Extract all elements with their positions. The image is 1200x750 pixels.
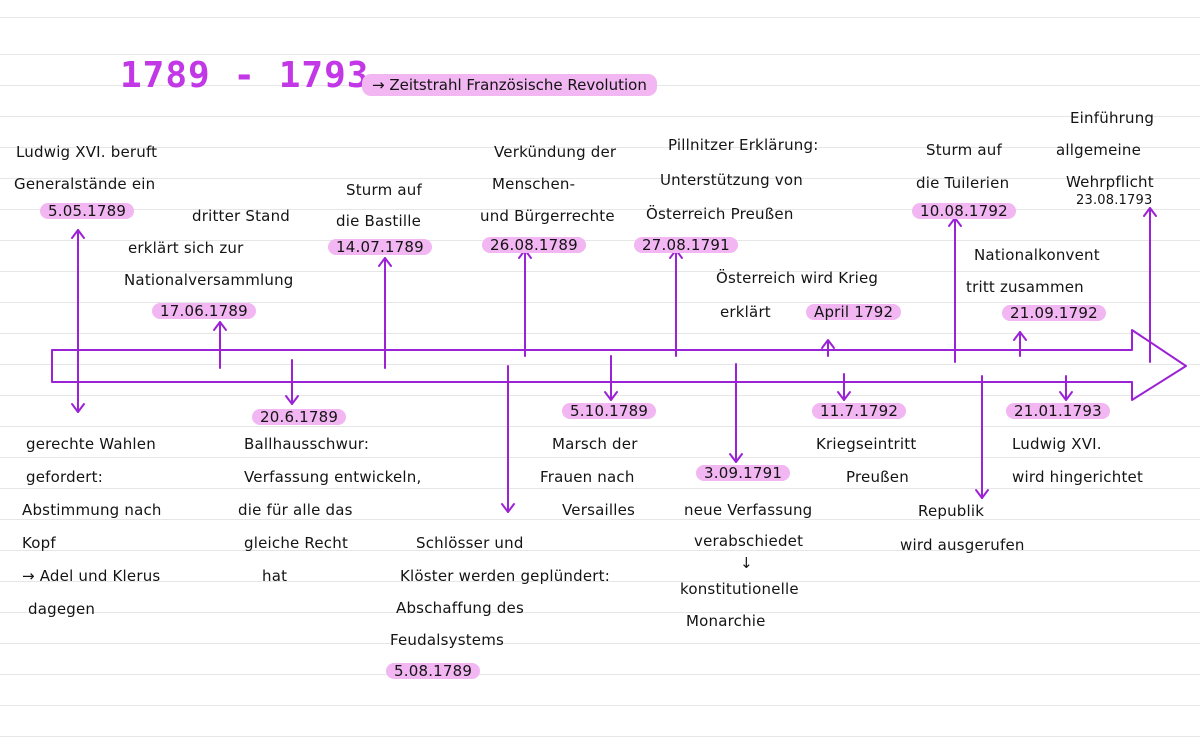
event-menschenrechte-line2: Menschen- [492, 175, 576, 193]
event-tuilerien-line2: die Tuilerien [916, 174, 1010, 192]
event-tuilerien-date: 10.08.1792 [912, 203, 1016, 219]
event-kriegseintritt-date: 11.7.1792 [812, 403, 907, 419]
event-generalstaende-line1: Ludwig XVI. beruft [16, 143, 158, 161]
event-hinrichtung-date: 21.01.1793 [1006, 403, 1110, 419]
title-years: 1789 - 1793 [120, 55, 370, 96]
event-ballhaus-line2: Verfassung entwickeln, [244, 468, 422, 486]
event-pillnitz-line3: Österreich Preußen [646, 205, 794, 223]
title-subtitle: → Zeitstrahl Französische Revolution [362, 74, 657, 96]
event-pillnitz-line1: Pillnitzer Erklärung: [668, 136, 819, 154]
event-dritter-stand-line2: erklärt sich zur [128, 239, 244, 257]
event-verfassung-line1: neue Verfassung [684, 501, 813, 519]
event-verfassung-line3: konstitutionelle [680, 580, 799, 598]
event-republik-line2: wird ausgerufen [900, 536, 1025, 554]
event-pillnitz-line2: Unterstützung von [660, 171, 803, 189]
event-bastille-date: 14.07.1789 [328, 239, 432, 255]
event-versailles-line2: Frauen nach [540, 468, 635, 486]
event-menschenrechte-line3: und Bürgerrechte [480, 207, 615, 225]
event-tuilerien-line1: Sturm auf [926, 141, 1002, 159]
event-dritter-stand-line3: Nationalversammlung [124, 271, 294, 289]
event-ballhaus-date: 20.6.1789 [252, 409, 347, 425]
event-menschenrechte-date: 26.08.1789 [482, 237, 586, 253]
event-bastille-line1: Sturm auf [346, 181, 422, 199]
event-pillnitz-date: 27.08.1791 [634, 237, 738, 253]
event-wehrpflicht-line2: allgemeine [1056, 141, 1142, 159]
event-nationalkonvent-date: 21.09.1792 [1002, 305, 1106, 321]
event-versailles-line1: Marsch der [552, 435, 638, 453]
event-ballhaus-line5: hat [262, 567, 288, 585]
event-feudal-line4: Feudalsystems [390, 631, 505, 649]
event-feudal-date: 5.08.1789 [386, 663, 481, 679]
event-feudal-line2: Klöster werden geplündert: [400, 567, 610, 585]
event-wehrpflicht-date: 23.08.1793 [1076, 193, 1153, 208]
event-ballhaus-line3: die für alle das [238, 501, 353, 519]
event-verfassung-line4: Monarchie [686, 612, 766, 630]
event-nationalkonvent-line1: Nationalkonvent [974, 246, 1100, 264]
event-feudal-line3: Abschaffung des [396, 599, 524, 617]
event-verfassung-date: 3.09.1791 [696, 465, 791, 481]
event-wehrpflicht-line1: Einführung [1070, 109, 1155, 127]
event-kriegseintritt-line1: Kriegseintritt [816, 435, 917, 453]
event-versailles-date: 5.10.1789 [562, 403, 657, 419]
event-nationalkonvent-line2: tritt zusammen [966, 278, 1084, 296]
event-verfassung-line2: verabschiedet [694, 532, 804, 550]
event-dritter-stand-line1: dritter Stand [192, 207, 291, 225]
event-wehrpflicht-line3: Wehrpflicht [1066, 173, 1154, 191]
event-menschenrechte-line1: Verkündung der [494, 143, 617, 161]
event-wahlen-line2: gefordert: [26, 468, 103, 486]
event-ballhaus-line1: Ballhausschwur: [244, 435, 370, 453]
event-versailles-line3: Versailles [562, 501, 636, 519]
event-kriegseintritt-line2: Preußen [846, 468, 909, 486]
event-wahlen-line1: gerechte Wahlen [26, 435, 156, 453]
event-krieg-line2: erklärt [720, 303, 771, 321]
event-generalstaende-line2: Generalstände ein [14, 175, 156, 193]
event-hinrichtung-line1: Ludwig XVI. [1012, 435, 1102, 453]
event-feudal-line1: Schlösser und [416, 534, 524, 552]
event-bastille-line2: die Bastille [336, 212, 421, 230]
event-republik-line1: Republik [918, 502, 985, 520]
event-hinrichtung-line2: wird hingerichtet [1012, 468, 1144, 486]
event-wahlen-line3: Abstimmung nach [22, 501, 162, 519]
event-ballhaus-line4: gleiche Recht [244, 534, 349, 552]
event-wahlen-line6: dagegen [28, 600, 96, 618]
event-krieg-date: April 1792 [806, 304, 902, 320]
event-dritter-stand-date: 17.06.1789 [152, 303, 256, 319]
event-wahlen-line5: → Adel und Klerus [22, 567, 161, 585]
event-verfassung-arrow: ↓ [740, 554, 753, 572]
event-generalstaende-date: 5.05.1789 [40, 203, 135, 219]
event-krieg-line1: Österreich wird Krieg [716, 269, 879, 287]
event-wahlen-line4: Kopf [22, 534, 56, 552]
timeline-arrow [51, 329, 1187, 401]
